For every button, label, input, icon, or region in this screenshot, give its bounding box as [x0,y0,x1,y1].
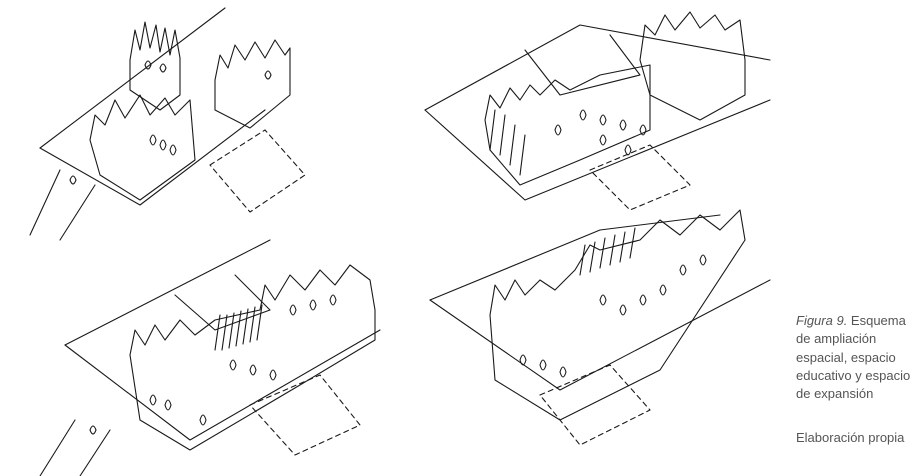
sketch-bottom-right [429,209,771,446]
figure-caption-text: Esquema de ampliación espacial, espacio … [796,313,911,402]
figure-caption: Figura 9. Esquema de ampliación espacial… [796,312,919,403]
sketch-figure [29,7,771,476]
figure-source: Elaboración propia [796,430,905,445]
sketch-top-left [29,7,306,241]
sketch-top-right [424,11,771,211]
figure-label: Figura 9. [796,313,848,328]
sketch-bottom-left [39,239,381,476]
